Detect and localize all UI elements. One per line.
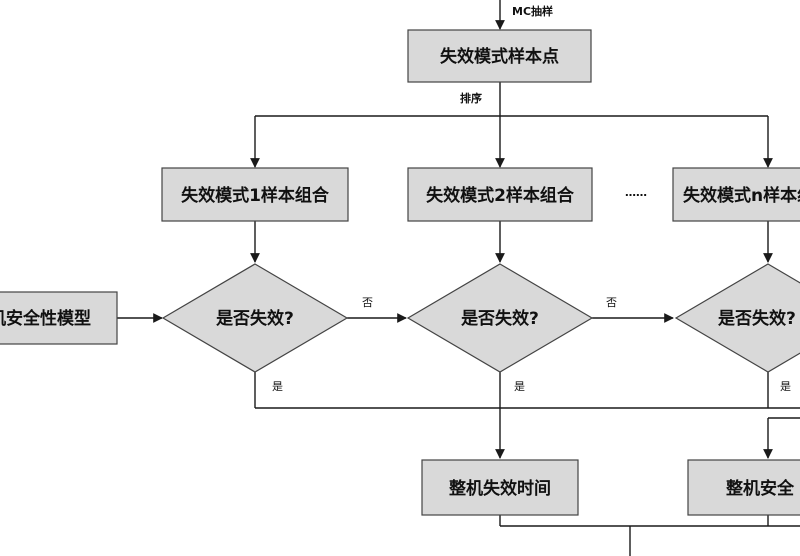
edge-label-yes-2: 是 <box>514 380 525 393</box>
edge-label-yes-3: 是 <box>780 380 791 393</box>
node-decision-1: 是否失效? <box>161 263 349 373</box>
edge-label-mc-sampling: MC抽样 <box>512 4 553 18</box>
node-decision-2: 是否失效? <box>406 263 594 373</box>
node-sample-points-label: 失效模式样本点 <box>440 46 559 67</box>
node-failure-time-label: 整机失效时间 <box>449 478 551 499</box>
node-decision-2-label: 是否失效? <box>461 308 539 329</box>
connectors <box>117 0 800 556</box>
node-failure-time: 整机失效时间 <box>421 459 579 516</box>
node-machine-safety: 整机安全 <box>687 459 800 516</box>
node-combo-2-label: 失效模式2样本组合 <box>426 185 575 206</box>
edge-label-no-2: 否 <box>606 296 617 309</box>
node-safety-model-label: 整机安全性模型 <box>0 308 91 329</box>
node-combo-1-label: 失效模式1样本组合 <box>181 185 330 206</box>
node-combo-n-label: 失效模式n样本组合 <box>683 185 800 206</box>
node-decision-n: 是否失效? <box>674 263 800 373</box>
edge-label-sort: 排序 <box>460 91 482 105</box>
node-decision-1-label: 是否失效? <box>216 308 294 329</box>
node-safety-model: 整机安全性模型 <box>0 291 118 345</box>
node-combo-1: 失效模式1样本组合 <box>161 167 349 222</box>
node-combo-n: 失效模式n样本组合 <box>672 167 800 222</box>
edge-label-no-1: 否 <box>362 296 373 309</box>
ellipsis-label: …… <box>625 186 647 199</box>
node-sample-points: 失效模式样本点 <box>407 29 592 83</box>
node-machine-safety-label: 整机安全 <box>726 478 795 499</box>
node-decision-n-label: 是否失效? <box>718 308 796 329</box>
node-combo-2: 失效模式2样本组合 <box>407 167 593 222</box>
edge-label-yes-1: 是 <box>272 380 283 393</box>
